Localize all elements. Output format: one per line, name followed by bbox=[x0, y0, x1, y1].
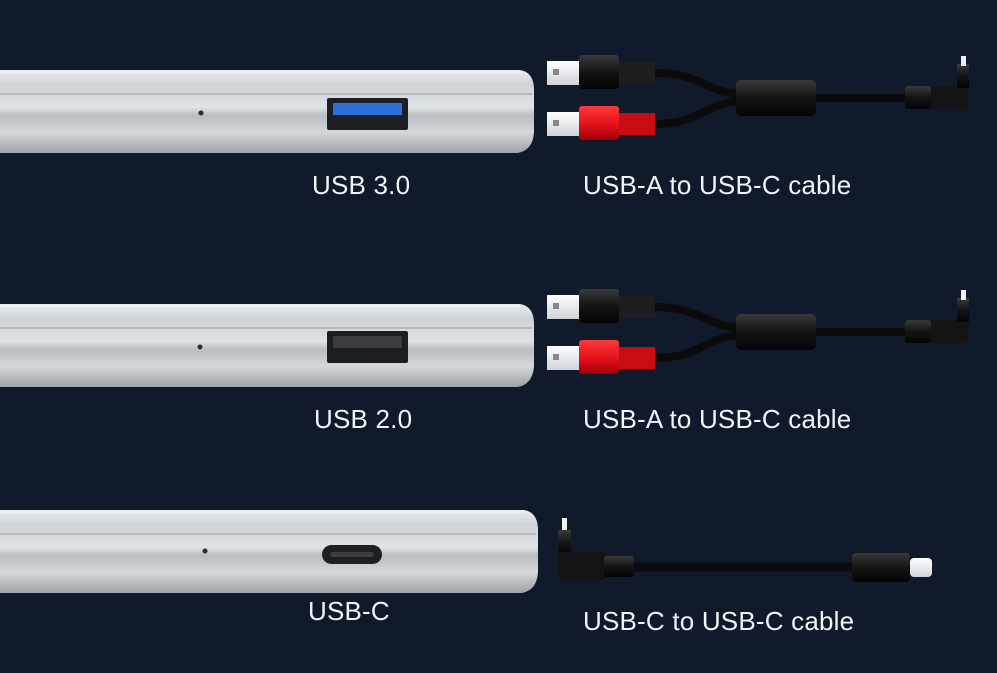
usb-a-port-black-icon bbox=[327, 331, 408, 363]
laptop-side-usbc bbox=[0, 510, 538, 593]
port-label-usbc: USB-C bbox=[308, 596, 390, 626]
y-splitter-usb-a-to-usb-c-cable-icon bbox=[547, 289, 969, 374]
cable-label-row2: USB-A to USB-C cable bbox=[583, 404, 852, 434]
indicator-dot bbox=[197, 344, 203, 350]
laptop-side-usb3 bbox=[0, 70, 534, 153]
port-label-usb3: USB 3.0 bbox=[312, 170, 411, 200]
cable-label-row3: USB-C to USB-C cable bbox=[583, 606, 855, 636]
usb-c-port-icon bbox=[322, 545, 382, 564]
indicator-dot bbox=[198, 110, 204, 116]
usb-a-port-blue-icon bbox=[327, 98, 408, 130]
port-label-usb2: USB 2.0 bbox=[314, 404, 413, 434]
cable-label-row1: USB-A to USB-C cable bbox=[583, 170, 852, 200]
laptop-side-usb2 bbox=[0, 304, 534, 387]
indicator-dot bbox=[202, 548, 208, 554]
usb-c-to-usb-c-cable-icon bbox=[558, 518, 932, 582]
y-splitter-usb-a-to-usb-c-cable-icon bbox=[547, 55, 969, 140]
